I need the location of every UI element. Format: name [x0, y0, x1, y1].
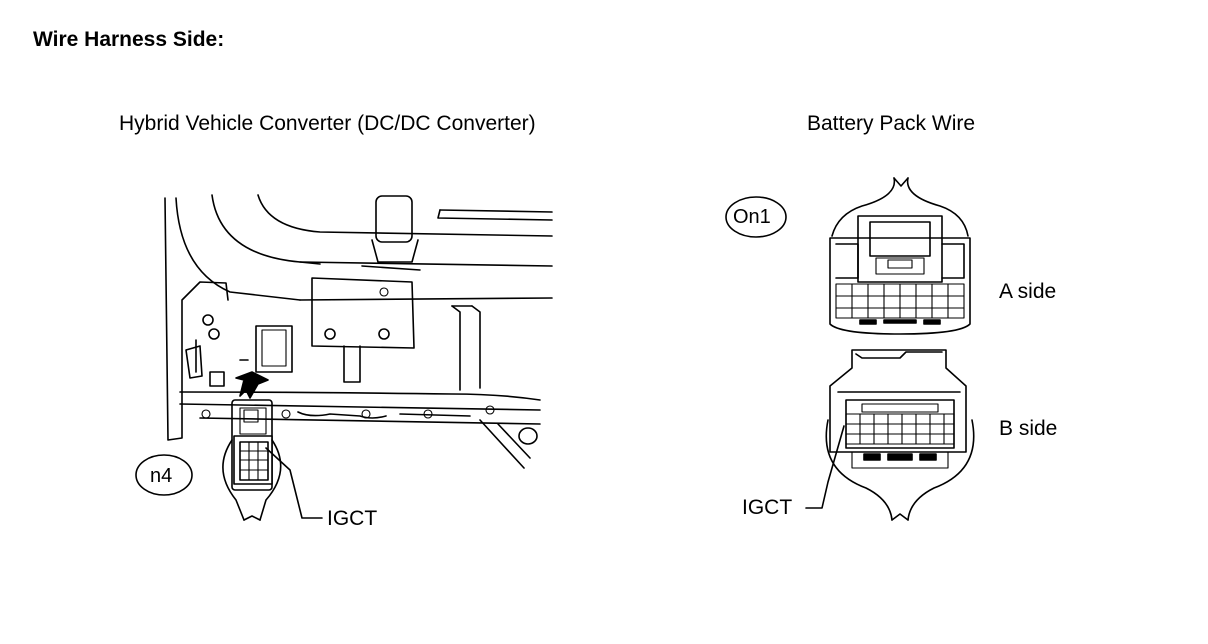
- page-title: Wire Harness Side:: [33, 28, 225, 51]
- battery-pack-wire-caption: Battery Pack Wire: [807, 112, 976, 135]
- igct-terminal-label-left: IGCT: [327, 507, 378, 530]
- b-side-label: B side: [999, 417, 1058, 440]
- converter-caption: Hybrid Vehicle Converter (DC/DC Converte…: [119, 112, 536, 135]
- connector-tag-n4: n4: [150, 465, 173, 487]
- a-side-label: A side: [999, 280, 1057, 303]
- igct-terminal-label-right: IGCT: [742, 496, 793, 519]
- connector-tag-on1: On1: [733, 206, 771, 228]
